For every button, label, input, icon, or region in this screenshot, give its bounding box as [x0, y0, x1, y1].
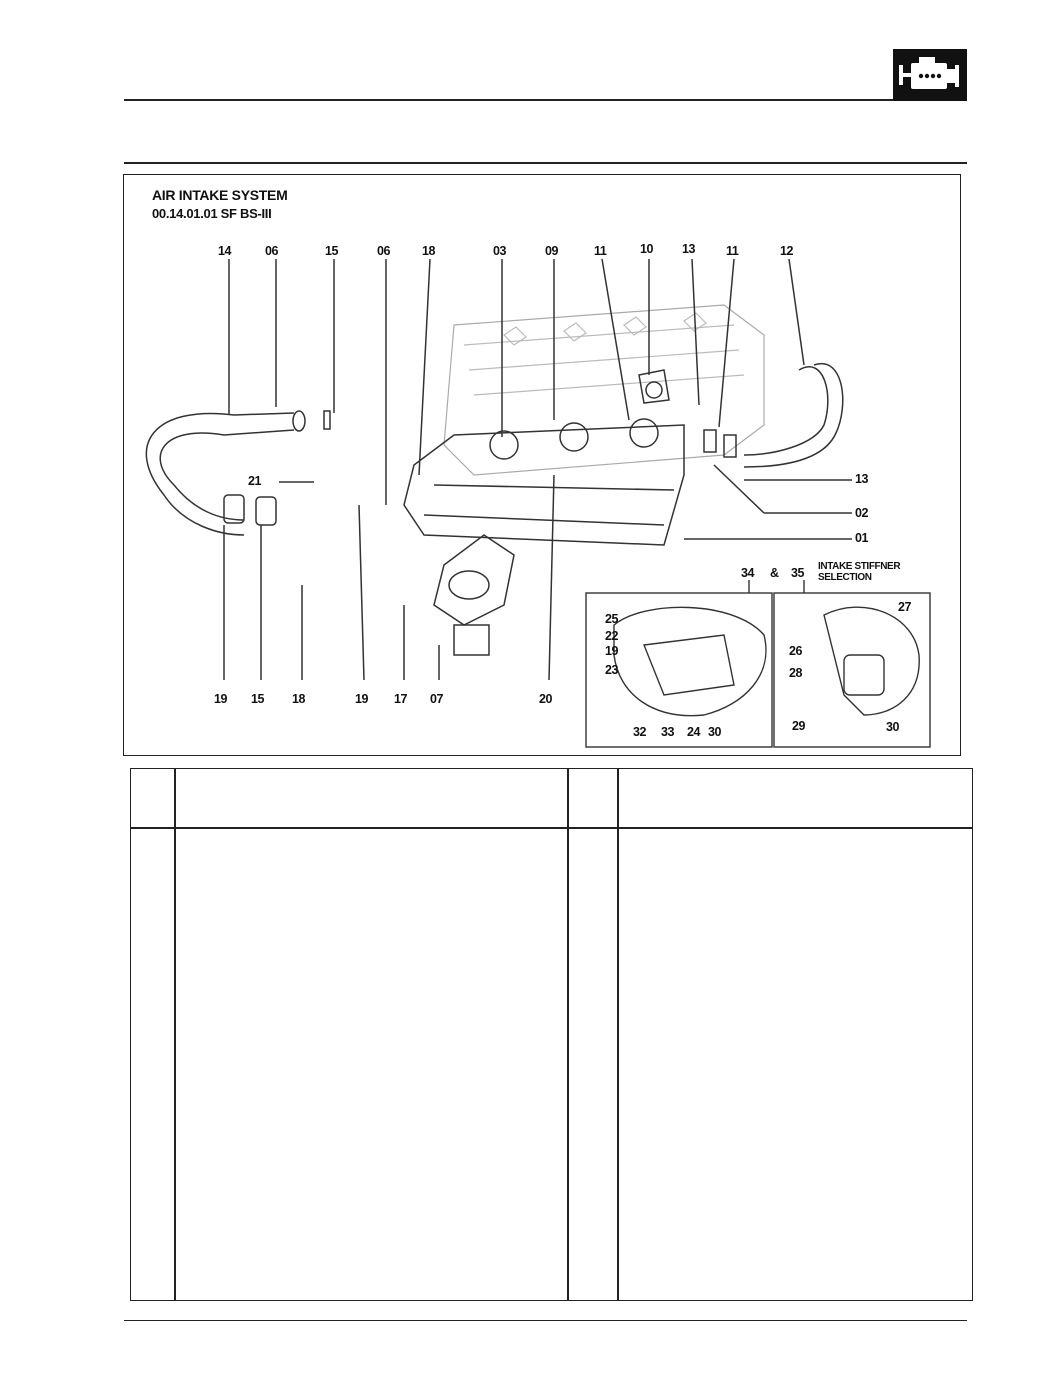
callout-14: 14	[218, 244, 232, 258]
exploded-diagram-figure: AIR INTAKE SYSTEM 00.14.01.01 SF BS-III	[123, 174, 961, 756]
callout-19: 19	[214, 692, 228, 706]
callout-18: 18	[422, 244, 436, 258]
callout-28: 28	[789, 666, 803, 680]
callout-21: 21	[248, 474, 262, 488]
callout-09: 09	[545, 244, 559, 258]
callout-03: 03	[493, 244, 507, 258]
table-header-divider	[131, 827, 972, 829]
callout-13-right: 13	[855, 472, 869, 486]
callout-11-b: 11	[726, 244, 739, 258]
callout-10: 10	[640, 242, 654, 256]
callout-35: 35	[791, 566, 805, 580]
callout-25: 25	[605, 612, 619, 626]
section-rule	[124, 162, 967, 164]
callout-12: 12	[780, 244, 794, 258]
callout-29: 29	[792, 719, 806, 733]
table-column-divider	[617, 769, 619, 1300]
callout-19-b: 19	[355, 692, 369, 706]
engine-icon	[893, 49, 967, 101]
callout-15-bottom: 15	[251, 692, 265, 706]
callout-22: 22	[605, 629, 619, 643]
callout-30-left: 30	[708, 725, 722, 739]
header-rule	[124, 99, 967, 101]
callout-15: 15	[325, 244, 339, 258]
figure-title: AIR INTAKE SYSTEM	[152, 187, 288, 203]
callout-02: 02	[855, 506, 869, 520]
callout-13: 13	[682, 242, 696, 256]
table-column-divider	[174, 769, 176, 1300]
callout-ampersand: &	[770, 566, 779, 580]
parts-table	[130, 768, 973, 1301]
callout-30-right: 30	[886, 720, 900, 734]
inset-caption-line1: INTAKE STIFFNER	[818, 561, 901, 572]
callout-23: 23	[605, 663, 619, 677]
callout-32: 32	[633, 725, 647, 739]
figure-subtitle: 00.14.01.01 SF BS-III	[152, 206, 272, 221]
callout-20: 20	[539, 692, 553, 706]
callout-19-inset: 19	[605, 644, 619, 658]
callout-18-bottom: 18	[292, 692, 306, 706]
callout-07: 07	[430, 692, 444, 706]
callout-01: 01	[855, 531, 869, 545]
callout-27: 27	[898, 600, 912, 614]
callout-06-b: 06	[377, 244, 391, 258]
callout-34: 34	[741, 566, 755, 580]
callout-11: 11	[594, 244, 607, 258]
air-intake-drawing	[145, 258, 931, 748]
callout-06: 06	[265, 244, 279, 258]
callout-33: 33	[661, 725, 675, 739]
footer-rule	[124, 1320, 967, 1321]
callout-26: 26	[789, 644, 803, 658]
inset-caption-line2: SELECTION	[818, 572, 872, 583]
callout-24: 24	[687, 725, 701, 739]
callout-17: 17	[394, 692, 408, 706]
table-column-divider	[567, 769, 569, 1300]
